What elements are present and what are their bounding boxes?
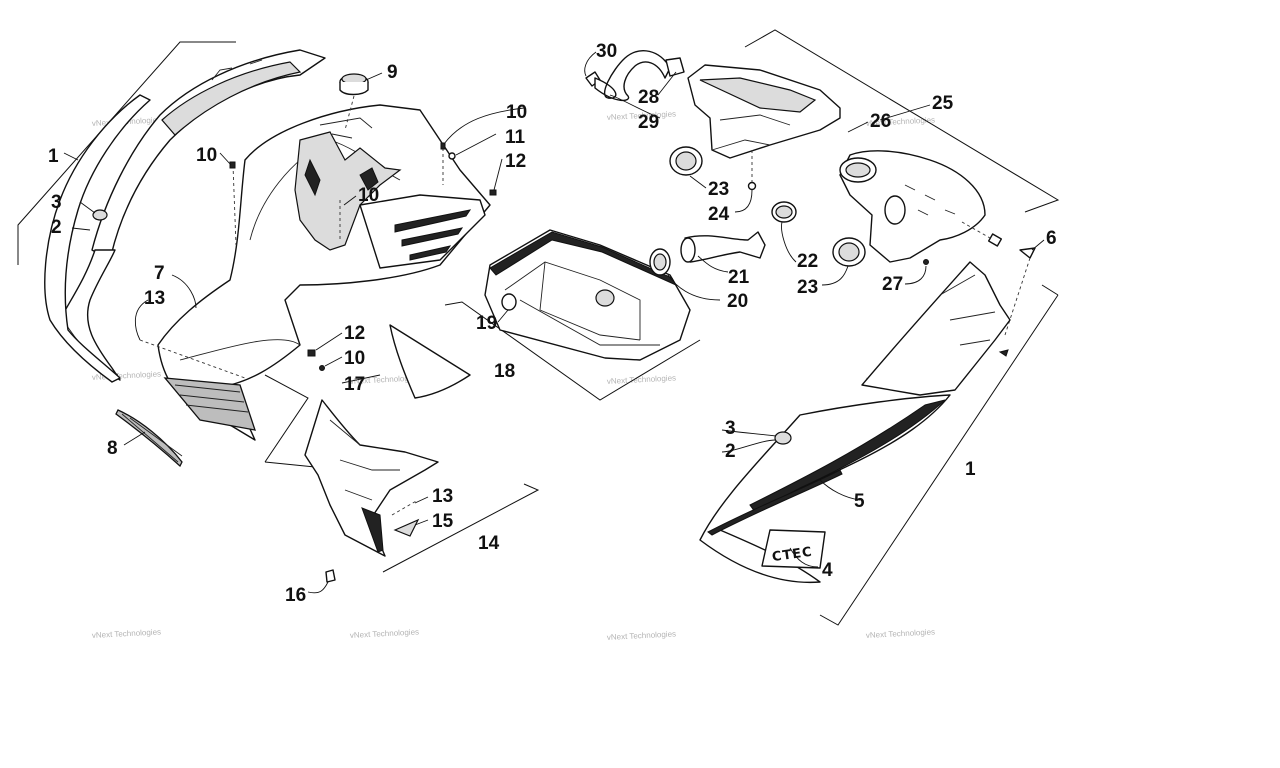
breather-hose: [585, 50, 685, 102]
callout-19: 19: [476, 313, 497, 334]
callout-23: 23: [797, 277, 818, 298]
callout-27: 27: [882, 274, 903, 295]
callout-1: 1: [48, 146, 59, 167]
callout-15: 15: [432, 511, 454, 532]
watermark: vNext Technologies: [350, 627, 420, 640]
intake-duct-assembly: [687, 29, 1060, 263]
left-side-panel: [17, 41, 326, 383]
callout-26: 26: [870, 111, 891, 132]
callout-2: 2: [725, 441, 736, 462]
callout-22: 22: [797, 251, 818, 272]
callout-5: 5: [854, 491, 865, 512]
intake-boot: [649, 201, 797, 276]
gasket-ring: [669, 146, 703, 176]
watermark: vNext Technologies: [92, 627, 162, 640]
inner-hood-shroud: [157, 104, 491, 441]
hood-logo: CTEC: [771, 545, 814, 566]
callout-12: 12: [505, 151, 526, 172]
callout-3: 3: [725, 418, 736, 439]
callout-10: 10: [506, 102, 527, 123]
watermark: vNext Technologies: [607, 109, 677, 122]
duct-fasteners: [923, 221, 1036, 357]
gasket-ring: [832, 237, 866, 267]
intake-cap: [339, 73, 369, 131]
callout-13: 13: [144, 288, 165, 309]
callout-6: 6: [1046, 228, 1057, 249]
callout-4: 4: [822, 560, 833, 581]
callout-21: 21: [728, 267, 750, 288]
callout-11: 11: [505, 127, 526, 148]
grille-part: [115, 409, 183, 468]
callout-10: 10: [358, 185, 379, 206]
lower-panel: [264, 374, 540, 583]
callout-13: 13: [432, 486, 453, 507]
callout-29: 29: [638, 112, 659, 133]
callout-1: 1: [965, 459, 976, 480]
callout-23: 23: [708, 179, 729, 200]
callout-12: 12: [344, 323, 365, 344]
callout-24: 24: [708, 204, 730, 225]
callout-10: 10: [344, 348, 365, 369]
callout-labels: 1 3 2 9 10 10 11 12 10 7 13 12 10 17 8 1…: [48, 41, 1057, 606]
callout-7: 7: [154, 263, 165, 284]
callout-2: 2: [51, 217, 62, 238]
watermark: vNext Technologies: [607, 629, 677, 642]
watermark: vNext Technologies: [350, 373, 420, 386]
air-box: [444, 229, 701, 401]
callout-17: 17: [344, 374, 365, 395]
callout-28: 28: [638, 87, 659, 108]
callout-8: 8: [107, 438, 118, 459]
callout-16: 16: [285, 585, 306, 606]
watermark: vNext Technologies: [866, 627, 936, 640]
callout-25: 25: [932, 93, 954, 114]
leader-lines: [63, 51, 1045, 594]
callout-20: 20: [727, 291, 748, 312]
callout-3: 3: [51, 192, 62, 213]
watermark: vNext Technologies: [866, 115, 936, 128]
callout-9: 9: [387, 62, 398, 83]
right-side-panel: CTEC: [699, 261, 1059, 626]
callout-18: 18: [494, 361, 515, 382]
hood-fasteners: [139, 142, 497, 379]
callout-14: 14: [478, 533, 500, 554]
callout-30: 30: [596, 41, 617, 62]
watermark: vNext Technologies: [607, 373, 677, 386]
callout-10: 10: [196, 145, 217, 166]
panel-decal: [389, 324, 471, 399]
